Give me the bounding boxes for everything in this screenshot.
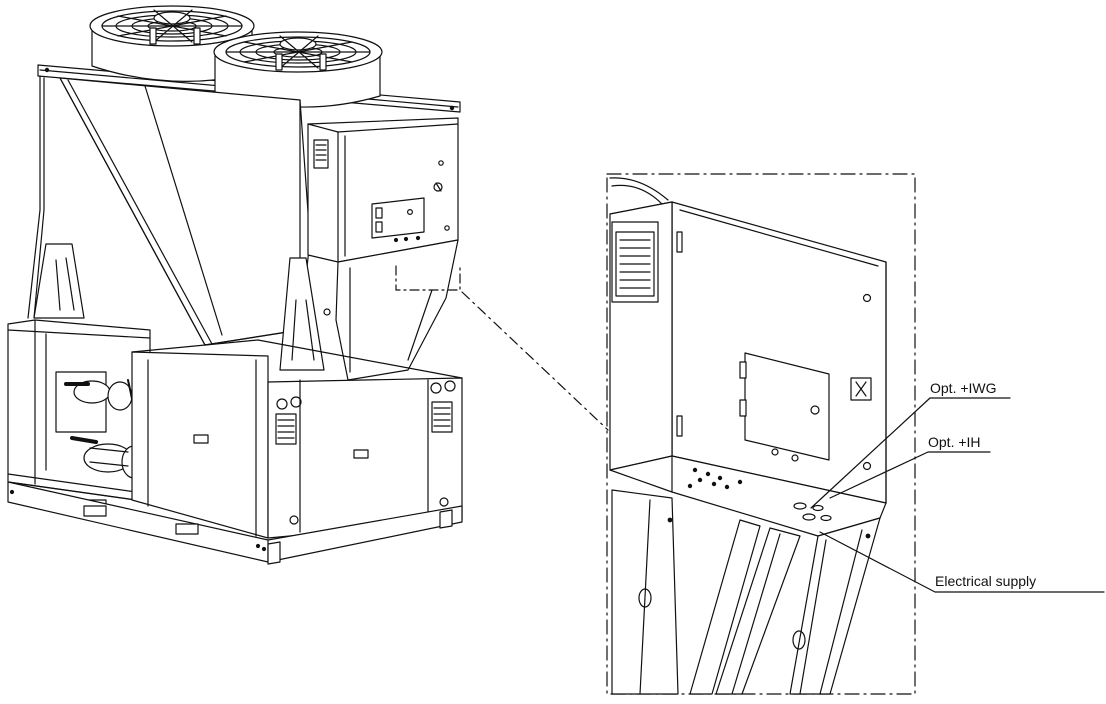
fan-1 <box>89 5 255 82</box>
detail-view <box>606 173 1105 695</box>
inner-panel-window <box>739 352 830 461</box>
callout-opt-iwg: Opt. +IWG <box>930 380 997 396</box>
dry-cooler-unit <box>7 5 463 565</box>
callout-electrical-supply: Electrical supply <box>935 573 1036 589</box>
hydraulic-module <box>7 319 151 511</box>
base-skid <box>7 481 463 565</box>
detail-support-legs <box>611 489 881 695</box>
main-switch <box>850 377 872 401</box>
cabinet-plinth <box>323 239 459 381</box>
callout-opt-ih: Opt. +IH <box>928 434 981 450</box>
fan-2 <box>213 31 383 108</box>
cabinet-vent-grille <box>315 144 327 161</box>
lower-casing <box>131 339 463 539</box>
leader-lines <box>810 397 1105 593</box>
pump-1 <box>64 379 135 411</box>
detail-marker <box>395 265 609 431</box>
electrical-cabinet <box>307 117 459 263</box>
left-support-frame <box>27 75 85 319</box>
coil-panels <box>59 77 311 346</box>
side-vent <box>611 221 659 303</box>
